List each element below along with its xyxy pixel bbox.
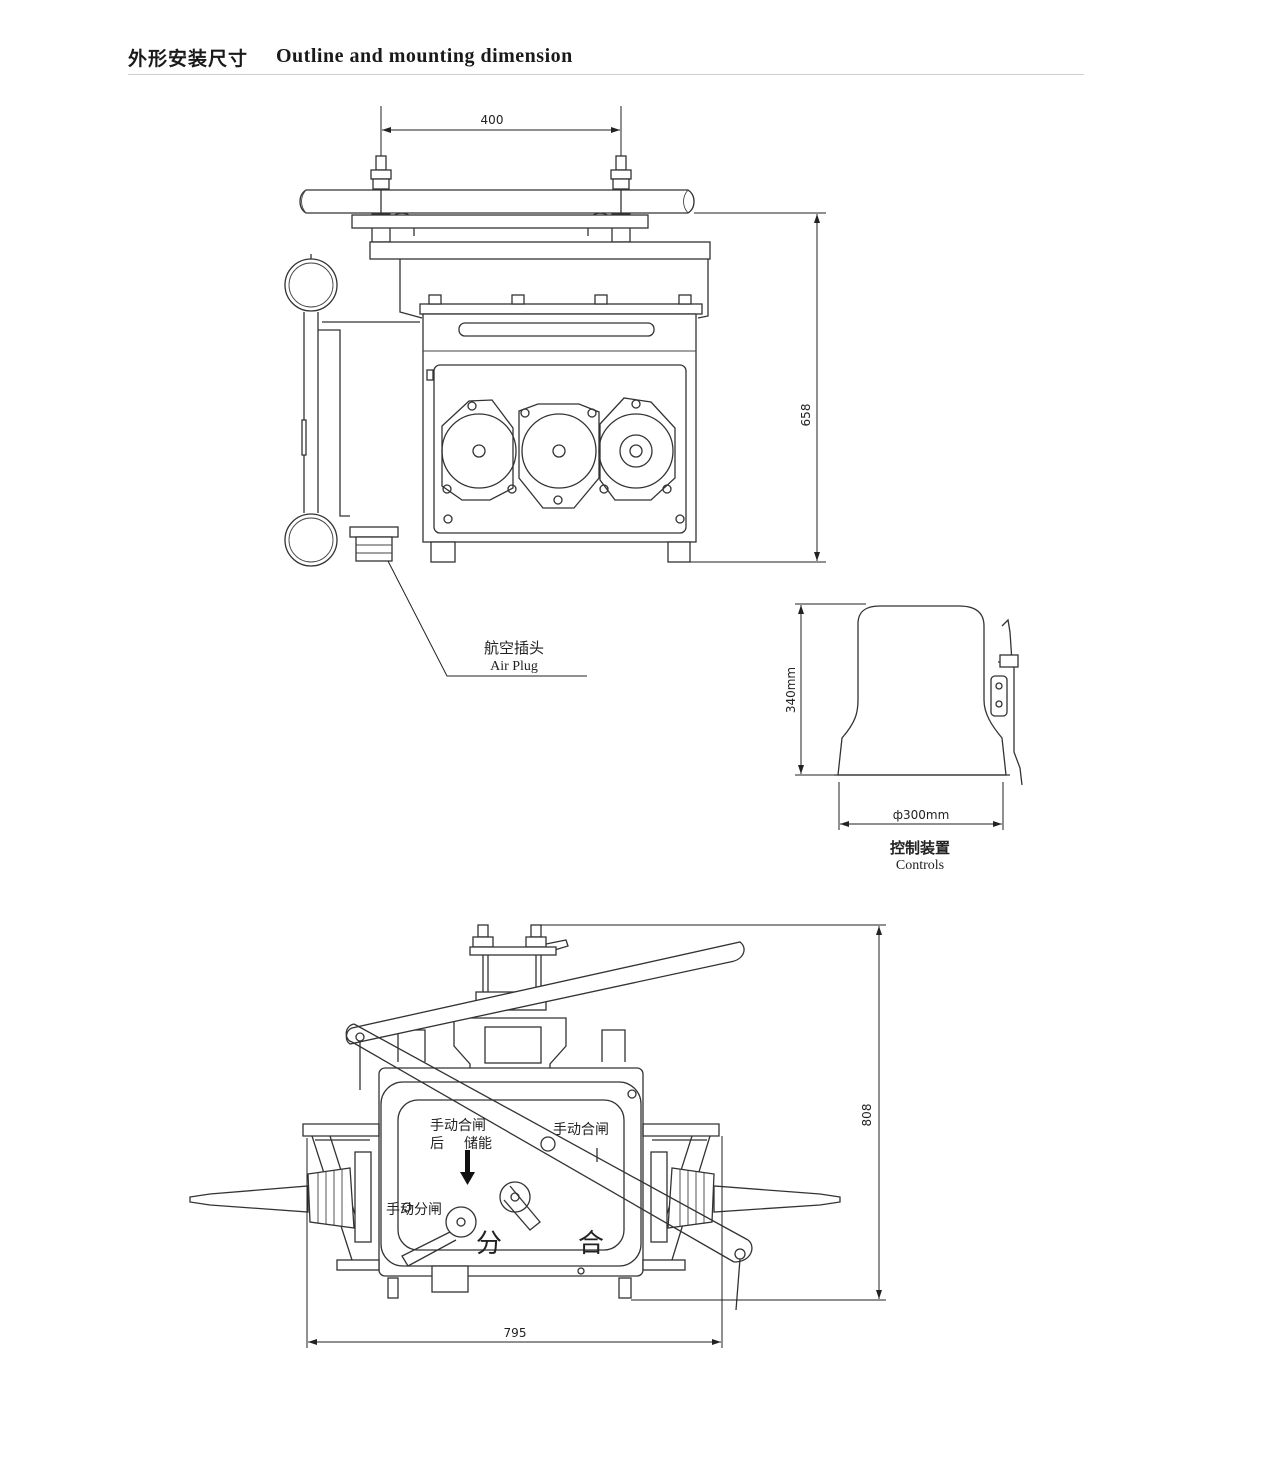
controls-height-value: 340mm — [784, 667, 798, 713]
clamp-plate — [351, 214, 649, 229]
manual-open-knob — [401, 1206, 477, 1267]
controls-cabinet — [834, 605, 1023, 786]
front-view: 400 — [284, 106, 826, 677]
controls-label-chinese: 控制装置 — [890, 839, 950, 857]
label-storage: 储能 — [464, 1136, 492, 1152]
label-manual-close-after: 手动合闸 — [430, 1118, 486, 1134]
label-open: 分 — [476, 1229, 502, 1259]
housing-lid — [419, 294, 703, 315]
front-width-value: 400 — [481, 113, 504, 127]
storage-arrow — [460, 1150, 475, 1185]
title-english: Outline and mounting dimension — [276, 45, 573, 67]
bushing-right — [598, 397, 676, 501]
manual-close-knob — [499, 1181, 541, 1231]
side-insulator-right — [642, 1123, 841, 1271]
bushing-left — [441, 399, 517, 501]
side-insulator-left — [189, 1123, 380, 1271]
label-after: 后 — [430, 1136, 444, 1152]
air-plug-label-english: Air Plug — [490, 659, 538, 674]
side-housing — [378, 1029, 644, 1299]
crossarm-pipe — [299, 189, 695, 214]
label-manual-close: 手动合闸 — [553, 1122, 609, 1138]
side-height-value: 808 — [860, 1104, 874, 1127]
title-chinese: 外形安装尺寸 — [128, 48, 249, 70]
front-height-dimension: 658 — [690, 212, 826, 563]
label-manual-open: 手动分闸 — [386, 1202, 442, 1218]
controls-diameter-value: ф300mm — [893, 808, 950, 822]
air-plug — [349, 526, 587, 677]
side-width-dimension: 795 — [306, 1136, 723, 1348]
bushing-middle — [518, 403, 600, 509]
controls-view: 340mm ф300mm 控制装置 Controls — [784, 603, 1023, 873]
operating-rod — [284, 254, 420, 567]
front-width-dimension: 400 — [380, 106, 622, 190]
side-height-dimension: 808 — [540, 924, 886, 1301]
side-width-value: 795 — [504, 1326, 527, 1340]
label-close: 合 — [578, 1229, 604, 1259]
page-header: 外形安装尺寸 Outline and mounting dimension — [128, 42, 1084, 75]
air-plug-label-chinese: 航空插头 — [484, 639, 544, 657]
mounting-bracket — [369, 241, 711, 319]
controls-label-english: Controls — [896, 858, 944, 873]
side-operating-handle — [345, 941, 753, 1311]
side-view: 手动合闸 后 储能 手动合闸 手动分闸 分 合 808 795 — [189, 924, 886, 1348]
front-height-value: 658 — [799, 404, 813, 427]
